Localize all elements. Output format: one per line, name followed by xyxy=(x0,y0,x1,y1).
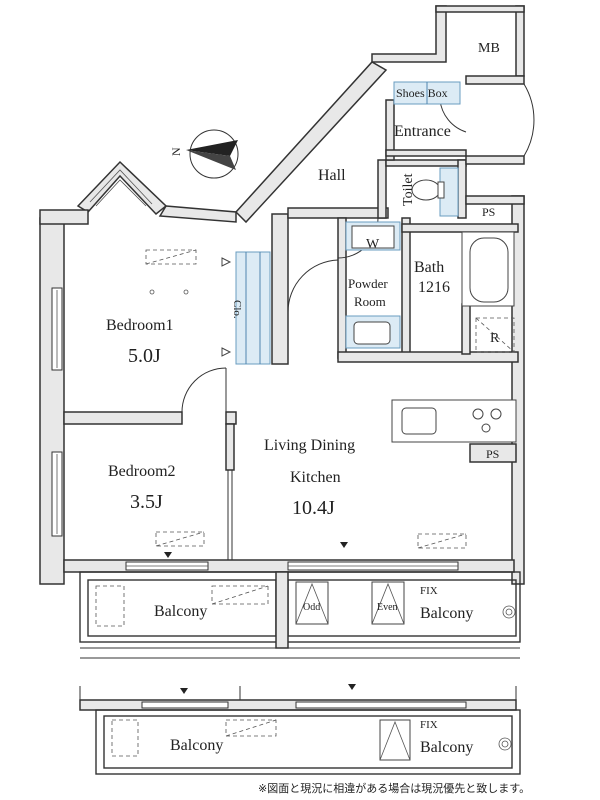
ps-kitchen-label: PS xyxy=(486,447,499,461)
balcony-lower-right-label: Balcony xyxy=(420,739,473,756)
ldk-label-line2: Kitchen xyxy=(290,469,341,486)
w-label: W xyxy=(366,237,380,252)
toilet-fixture xyxy=(411,167,459,217)
entrance-label: Entrance xyxy=(394,123,451,140)
closet-label: Clo. xyxy=(231,300,243,319)
hall-label: Hall xyxy=(318,167,346,184)
kitchen-counter xyxy=(391,399,517,443)
balcony-upper-right-label: Balcony xyxy=(420,605,473,622)
bathtub xyxy=(461,231,515,307)
odd-label: Odd xyxy=(303,602,320,613)
shoes-box xyxy=(393,81,461,105)
ldk-size-label: 10.4J xyxy=(292,497,335,519)
balcony-upper xyxy=(79,571,521,659)
toilet-label: Toilet xyxy=(401,173,416,206)
interior-walls xyxy=(63,75,525,560)
powder-label: Powder xyxy=(348,276,388,291)
bedroom1-label: Bedroom1 xyxy=(106,317,174,334)
ac-units xyxy=(145,249,467,549)
fix-lower-label: FIX xyxy=(420,719,438,731)
bottom-wall-upper xyxy=(63,542,515,573)
compass: N xyxy=(169,129,239,179)
balcony-upper-left-label: Balcony xyxy=(154,603,207,620)
bath-label: Bath xyxy=(414,259,444,276)
bath-size-label: 1216 xyxy=(418,279,450,296)
balcony-lower xyxy=(79,684,521,775)
bedroom1-size-label: 5.0J xyxy=(128,345,161,367)
compass-north-label: N xyxy=(169,147,183,156)
shoes-box-label: Shoes Box xyxy=(396,86,448,100)
refrigerator-label: R xyxy=(490,331,500,346)
balcony-lower-left-label: Balcony xyxy=(170,737,223,754)
room-label: Room xyxy=(354,294,386,309)
mb-label: MB xyxy=(478,41,500,56)
powder-room-fixtures xyxy=(345,221,401,349)
ldk-label-line1: Living Dining xyxy=(264,437,355,454)
refrigerator-space xyxy=(475,317,515,353)
bedroom2-size-label: 3.5J xyxy=(130,491,163,513)
ps-top-label: PS xyxy=(482,205,495,219)
footnote: ※図面と現況に相違がある場合は現況優先と致します。 xyxy=(258,781,530,795)
fix-upper-label: FIX xyxy=(420,585,438,597)
outer-walls xyxy=(39,5,525,585)
bedroom2-label: Bedroom2 xyxy=(108,463,176,480)
closet xyxy=(221,251,271,365)
even-label: Even xyxy=(377,602,398,613)
